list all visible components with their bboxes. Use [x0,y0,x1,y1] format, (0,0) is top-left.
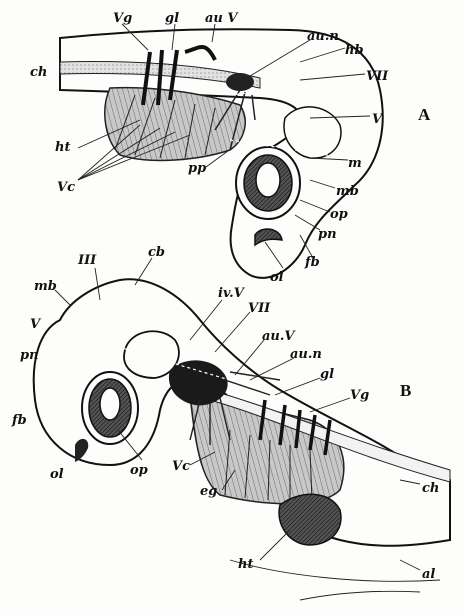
label-b-cb: cb [148,245,165,260]
label-b-ol: ol [50,467,64,482]
label-a-ht: ht [55,140,70,155]
label-b-pn: pn [20,348,39,363]
label-a-au-n: au.n [307,29,339,44]
panel-a-ventricle [284,107,341,158]
panel-b-olfactory-pit [75,439,88,462]
label-a-gl: gl [165,11,179,26]
label-b-au-v: au.V [262,329,296,344]
label-b-mb: mb [34,279,57,294]
panel-b-ganglion [169,360,228,405]
label-a-pp: pp [188,161,206,176]
panel-b-letter: B [400,381,411,400]
panel-b-eye [82,372,138,444]
label-b-ht: ht [238,557,253,572]
panel-b: III cb mb iv.V V VII au.V pn au.n gl Vg … [11,245,450,600]
label-a-au-v: au V [205,11,239,26]
panel-a-eye [236,147,300,219]
label-b-vc: Vc [172,459,190,474]
label-b-al: al [422,567,435,582]
label-a-op: op [330,207,348,222]
label-a-m: m [348,156,362,171]
label-b-au-n: au.n [290,347,322,362]
label-a-mb: mb [336,184,359,199]
panel-b-heart [279,494,341,545]
label-a-ch: ch [30,65,47,80]
label-b-ch: ch [422,481,439,496]
label-a-vii: VII [366,69,389,84]
label-b-op: op [130,463,148,478]
panel-a-olfactory-pit [255,229,282,245]
label-a-vc: Vc [57,180,75,195]
label-a-ol: ol [270,270,284,285]
label-b-vg: Vg [350,388,369,403]
label-b-vii: VII [248,301,271,316]
label-b-fb: fb [11,413,27,428]
label-a-hb: hb [345,43,364,58]
label-a-fb: fb [304,255,320,270]
panel-a-letter: A [418,105,431,124]
label-b-iv-v: iv.V [218,286,246,301]
label-b-v: V [30,317,42,332]
panel-a-ganglion [226,73,254,91]
label-b-eg: eg [200,484,217,499]
panel-a: Vg gl au V au.n hb ch VII V A ht Vc pp m… [30,11,431,285]
label-a-vg: Vg [113,11,132,26]
label-b-iii: III [77,253,97,268]
label-a-pn: pn [318,227,337,242]
label-b-gl: gl [320,367,334,382]
